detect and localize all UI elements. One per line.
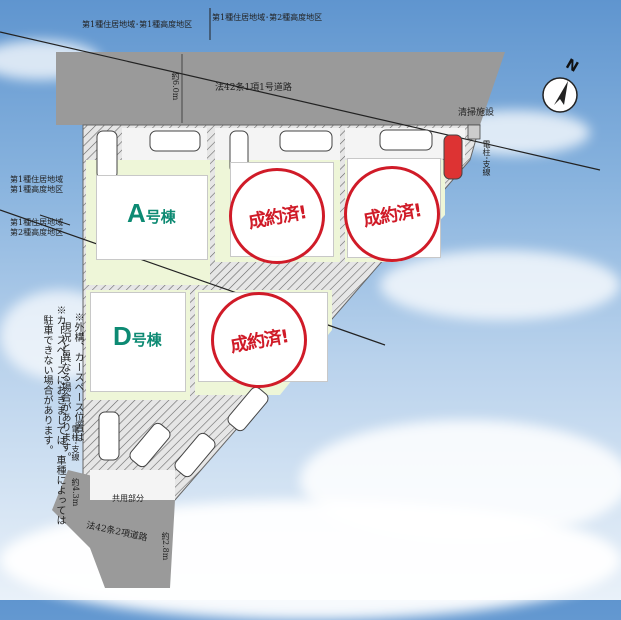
car [174, 432, 216, 478]
cloud [380, 250, 620, 320]
note-exterior: ※外構、カースペース位置は 現況と異なる場合があります。 [59, 312, 83, 462]
shared-area-label: 共用部分 [112, 494, 144, 503]
zoning-label-top: 第1種住居地域･第1種高度地区 [82, 20, 193, 29]
sold-stamp: 成約済! [229, 168, 325, 264]
car [227, 386, 269, 432]
zoning-line-top [0, 31, 601, 171]
car [98, 411, 120, 461]
house-a-label: A号棟 [127, 198, 176, 228]
car [279, 130, 333, 152]
compass-icon [542, 77, 578, 113]
car [129, 422, 171, 468]
house-a[interactable]: A号棟 [96, 175, 208, 260]
pole-label-top: 電柱･支線 [482, 140, 491, 176]
north-road-width: 約6.0m [171, 72, 180, 101]
car [379, 129, 433, 151]
cleaning-facility-box [467, 124, 481, 140]
car [149, 130, 201, 152]
sold-stamp: 成約済! [211, 292, 307, 388]
zoning-tick-mid [39, 214, 71, 226]
zoning-label-top-right: 第1種住居地域･第2種高度地区 [212, 13, 323, 22]
zoning-label-left-a: 第1種住居地域 [10, 175, 64, 184]
south-road-width-right: 約2.8m [161, 532, 170, 561]
zoning-label-left-c: 第1種住居地域 [10, 218, 64, 227]
sold-stamp: 成約済! [344, 166, 440, 262]
house-d[interactable]: D号棟 [90, 292, 186, 392]
south-road-width-left: 約4.3m [71, 478, 80, 507]
house-d-label: D号棟 [113, 321, 162, 351]
car [96, 130, 118, 180]
zoning-label-left-b: 第1種高度地区 [10, 185, 64, 194]
shared-area [90, 470, 175, 500]
note-car-type: ※カースペースにおきましては、車種によっては 駐車できない場合があります。 [41, 305, 65, 525]
car-red [443, 134, 463, 180]
cleaning-facility-label: 清掃施設 [458, 108, 495, 118]
zoning-label-left-d: 第2種高度地区 [10, 228, 64, 237]
north-road-label: 法42条1項1号道路 [215, 83, 292, 93]
pole-label-bottom: 電柱･支線 [71, 425, 80, 461]
